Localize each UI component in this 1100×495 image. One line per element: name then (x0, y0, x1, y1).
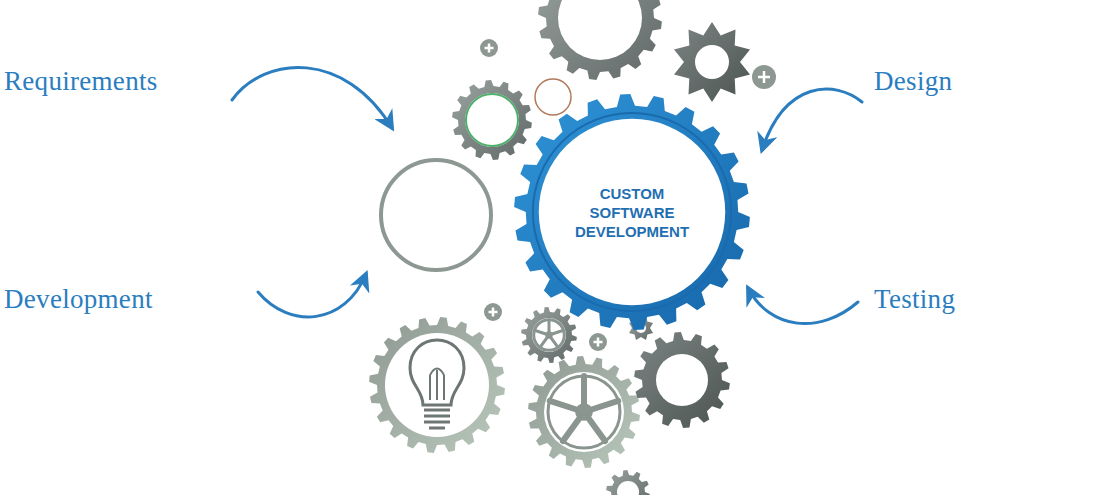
plus-icon (480, 39, 498, 57)
gear (674, 22, 750, 102)
phase-label: Requirements (4, 66, 158, 97)
phase-label: Development (4, 284, 153, 315)
gear (452, 80, 532, 160)
phase-label: Testing (874, 284, 955, 315)
gear (606, 470, 650, 495)
gear (521, 307, 577, 363)
gear-title: CUSTOM SOFTWARE DEVELOPMENT (567, 184, 697, 241)
gear-node: CUSTOM SOFTWARE DEVELOPMENT (512, 92, 752, 332)
flow-arrow (232, 67, 392, 128)
gear (538, 0, 662, 80)
plus-icon (589, 333, 607, 351)
gear (528, 356, 640, 468)
plus-icon (752, 65, 776, 89)
phase-label: Design (874, 66, 952, 97)
flow-arrow (258, 274, 366, 317)
flow-arrow (748, 288, 858, 324)
ring (535, 79, 571, 115)
flow-arrow (762, 89, 862, 150)
plus-icon (484, 303, 502, 321)
lightbulb-icon (410, 340, 464, 428)
gear (369, 317, 505, 453)
ring (381, 160, 491, 270)
gear (634, 332, 730, 428)
